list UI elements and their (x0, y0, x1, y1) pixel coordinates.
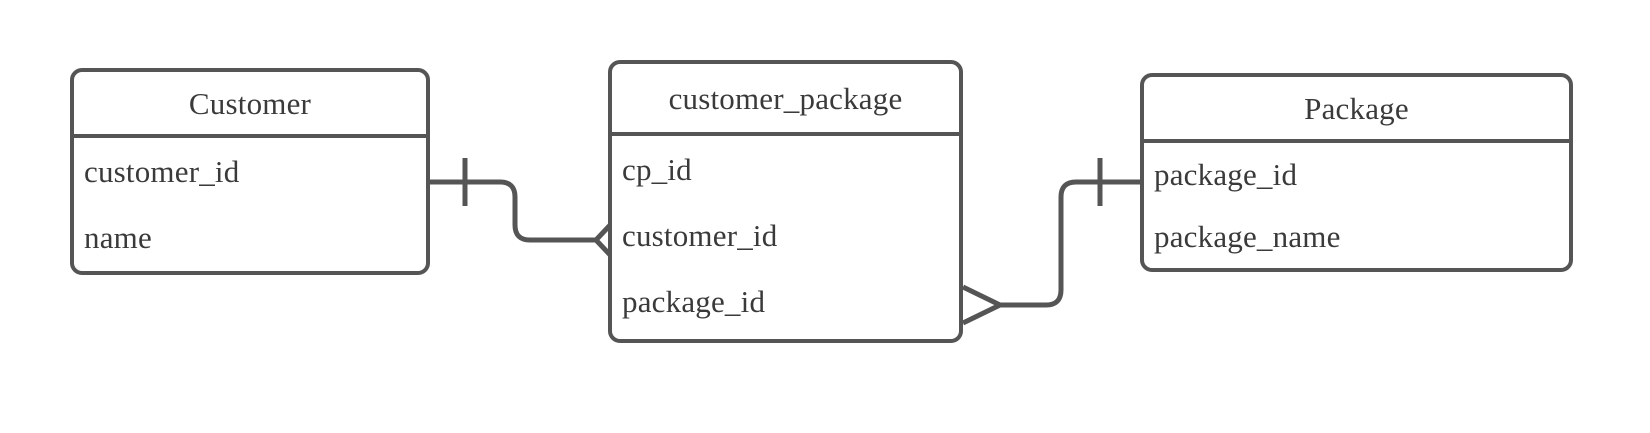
connector-line (430, 179, 596, 243)
crows-foot-marker (961, 284, 1002, 326)
entity-customer-package-attributes: cp_id customer_id package_id (612, 136, 959, 334)
entity-customer-package[interactable]: customer_package cp_id customer_id packa… (608, 60, 963, 343)
entity-customer-package-title: customer_package (612, 64, 959, 136)
attribute-row[interactable]: cp_id (622, 151, 692, 187)
entity-customer-title: Customer (74, 72, 426, 138)
entity-customer-attributes: customer_id name (74, 138, 426, 270)
attribute-row[interactable]: package_id (1154, 156, 1298, 192)
entity-package-attributes: package_id package_name (1144, 143, 1569, 267)
connector-customer-package-to-package (961, 158, 1140, 326)
connector-customer-to-customer-package (430, 158, 615, 260)
attribute-row[interactable]: name (84, 219, 152, 255)
attribute-row[interactable]: package_id (622, 283, 766, 319)
entity-package-title: Package (1144, 77, 1569, 143)
connector-line (1000, 179, 1140, 308)
entity-customer[interactable]: Customer customer_id name (70, 68, 430, 275)
attribute-row[interactable]: customer_id (622, 217, 778, 253)
entity-package[interactable]: Package package_id package_name (1140, 73, 1573, 272)
attribute-row[interactable]: customer_id (84, 153, 240, 189)
attribute-row[interactable]: package_name (1154, 218, 1341, 254)
